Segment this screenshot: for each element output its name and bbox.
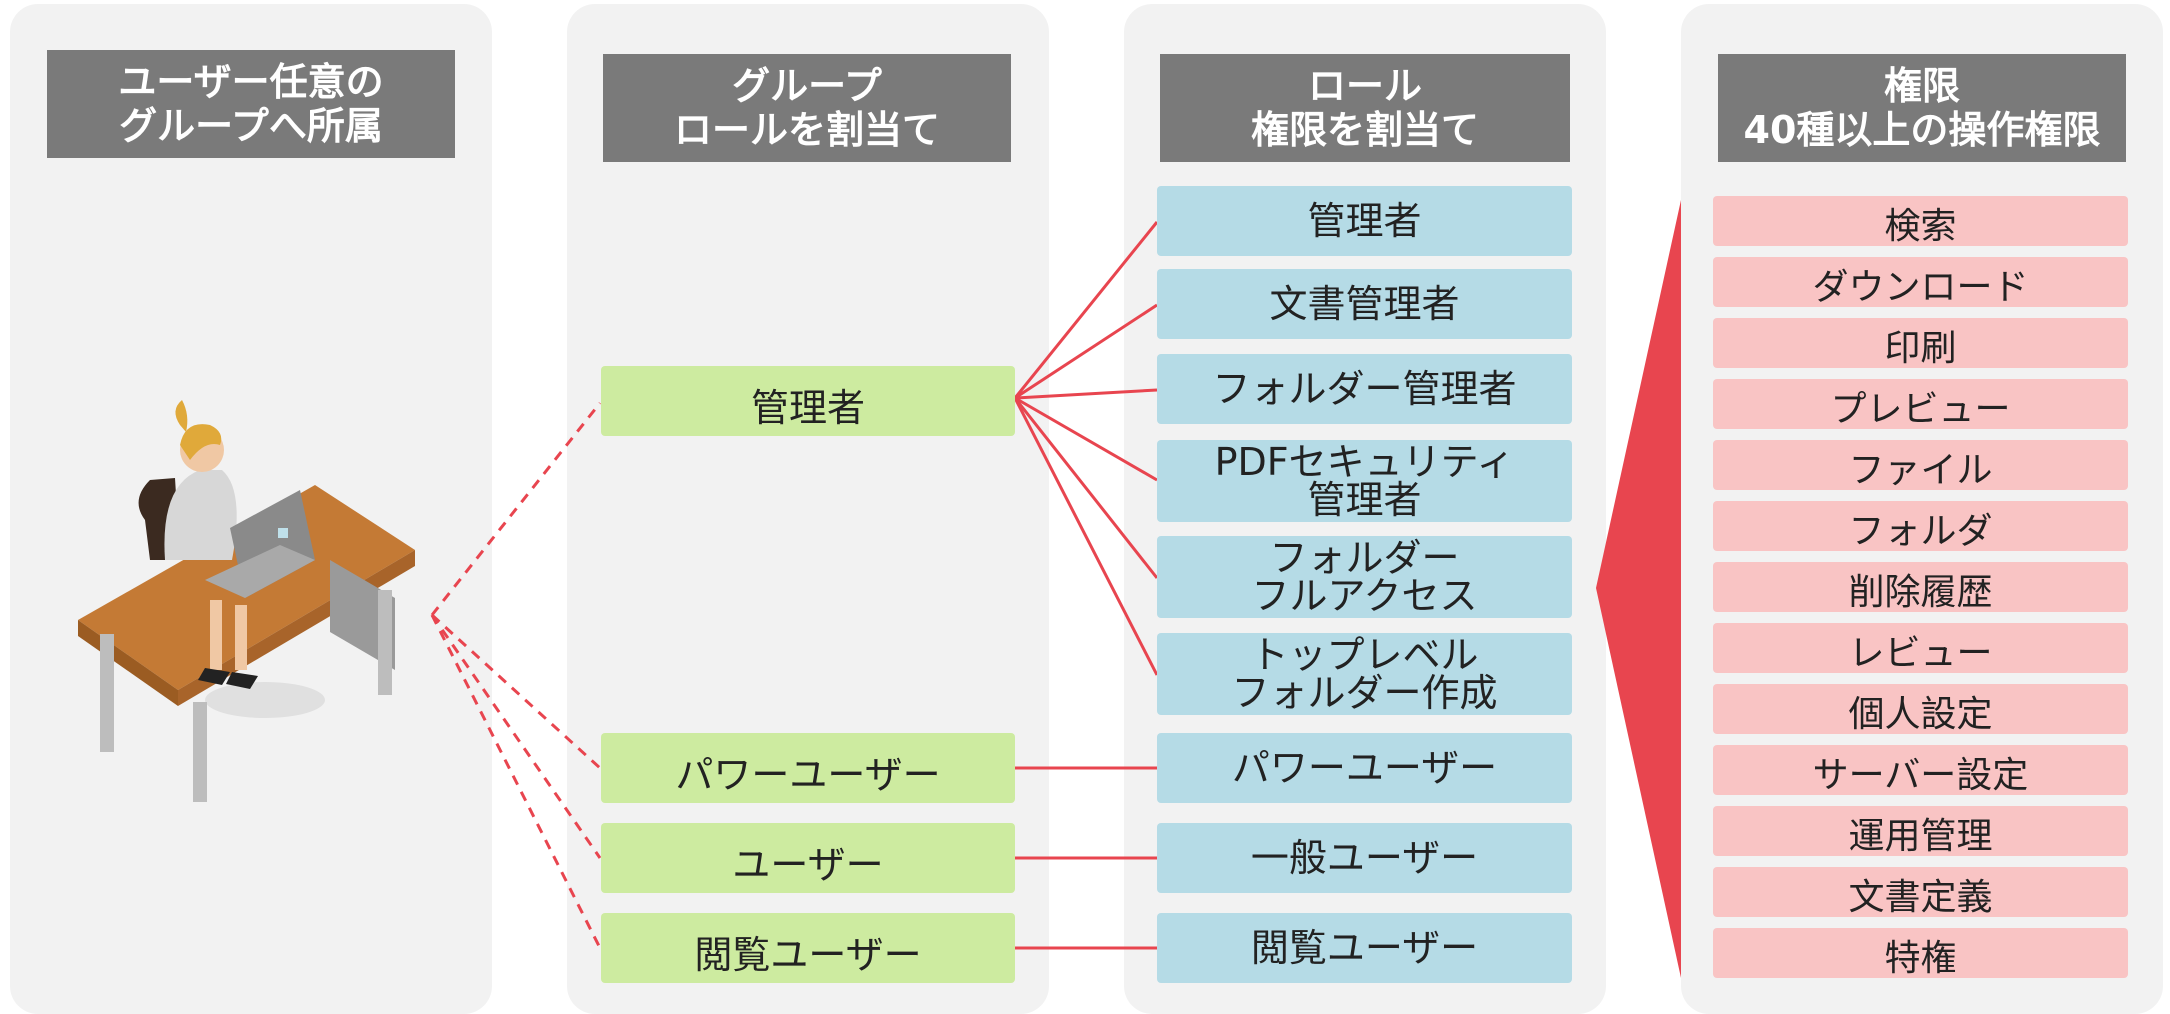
permission-item-document-definition[interactable]: 文書定義 bbox=[1713, 867, 2128, 917]
permission-header-line-2: 40種以上の操作権限 bbox=[1743, 108, 2101, 152]
permission-item-label: ファイル bbox=[1848, 450, 1993, 491]
permission-item-personal-settings[interactable]: 個人設定 bbox=[1713, 684, 2128, 734]
permission-item-file[interactable]: ファイル bbox=[1713, 440, 2128, 490]
group-column-header: グループ ロールを割当て bbox=[603, 54, 1011, 162]
permission-item-label: 文書定義 bbox=[1848, 877, 1993, 918]
permission-fan-triangle bbox=[1596, 200, 1681, 978]
permission-header-line-1: 権限 bbox=[1883, 64, 1960, 108]
role-item-label: 閲覧ユーザー bbox=[1250, 926, 1479, 970]
user-panel bbox=[10, 4, 492, 1014]
permission-item-label: フォルダ bbox=[1848, 511, 1993, 552]
role-item-label: 管理者 bbox=[1307, 199, 1422, 243]
permission-item-search[interactable]: 検索 bbox=[1713, 196, 2128, 246]
role-item-label-line-1: トップレベル bbox=[1250, 633, 1479, 677]
permission-item-label: 運用管理 bbox=[1848, 816, 1993, 857]
permission-item-label: 特権 bbox=[1884, 938, 1957, 979]
role-item-folder-admin[interactable]: フォルダー管理者 bbox=[1157, 354, 1572, 424]
role-header-line-2: 権限を割当て bbox=[1250, 108, 1479, 152]
group-item-admin[interactable]: 管理者 bbox=[601, 366, 1015, 436]
permission-item-server-settings[interactable]: サーバー設定 bbox=[1713, 745, 2128, 795]
role-item-pdf-security-admin[interactable]: PDFセキュリティ 管理者 bbox=[1157, 440, 1572, 522]
role-column-header: ロール 権限を割当て bbox=[1160, 54, 1570, 162]
user-at-desk-icon bbox=[78, 400, 415, 802]
permission-item-label: レビュー bbox=[1848, 633, 1993, 674]
permission-item-folder[interactable]: フォルダ bbox=[1713, 501, 2128, 551]
group-item-user[interactable]: ユーザー bbox=[601, 823, 1015, 893]
permission-item-deletion-history[interactable]: 削除履歴 bbox=[1713, 562, 2128, 612]
role-item-admin[interactable]: 管理者 bbox=[1157, 186, 1572, 256]
role-item-folder-full-access[interactable]: フォルダー フルアクセス bbox=[1157, 536, 1572, 618]
role-item-label-line-1: PDFセキュリティ bbox=[1214, 440, 1515, 484]
permission-item-operation-management[interactable]: 運用管理 bbox=[1713, 806, 2128, 856]
user-to-group-dashed-lines bbox=[430, 402, 602, 949]
group-item-label: ユーザー bbox=[732, 843, 884, 887]
role-item-document-admin[interactable]: 文書管理者 bbox=[1157, 269, 1572, 339]
user-header-line-2: グループへ所属 bbox=[119, 104, 383, 148]
role-header-line-1: ロール bbox=[1307, 64, 1422, 108]
permission-item-print[interactable]: 印刷 bbox=[1713, 318, 2128, 368]
group-item-power-user[interactable]: パワーユーザー bbox=[601, 733, 1015, 803]
user-header-line-1: ユーザー任意の bbox=[118, 60, 384, 104]
role-item-label: 文書管理者 bbox=[1269, 282, 1460, 326]
group-item-viewer[interactable]: 閲覧ユーザー bbox=[601, 913, 1015, 983]
group-header-line-2: ロールを割当て bbox=[673, 108, 940, 152]
role-item-label-line-2: 管理者 bbox=[1307, 478, 1422, 522]
role-item-label-line-2: フルアクセス bbox=[1251, 574, 1478, 618]
permission-item-download[interactable]: ダウンロード bbox=[1713, 257, 2128, 307]
group-item-label: 閲覧ユーザー bbox=[694, 933, 922, 977]
group-to-role-lines bbox=[1013, 221, 1159, 950]
permission-item-review[interactable]: レビュー bbox=[1713, 623, 2128, 673]
permission-item-label: プレビュー bbox=[1830, 389, 2011, 430]
permission-item-label: 削除履歴 bbox=[1848, 572, 1993, 613]
permission-item-label: サーバー設定 bbox=[1812, 755, 2029, 796]
permission-item-label: 検索 bbox=[1884, 206, 1957, 247]
role-item-label: フォルダー管理者 bbox=[1212, 367, 1517, 411]
group-item-label: パワーユーザー bbox=[675, 753, 941, 797]
permission-item-label: 個人設定 bbox=[1848, 694, 1993, 735]
permission-item-preview[interactable]: プレビュー bbox=[1713, 379, 2128, 429]
permission-column-header: 権限 40種以上の操作権限 bbox=[1718, 54, 2126, 162]
role-item-label: パワーユーザー bbox=[1231, 746, 1498, 790]
user-column-header: ユーザー任意の グループへ所属 bbox=[47, 50, 455, 158]
group-header-line-1: グループ bbox=[732, 64, 882, 108]
role-item-label-line-1: フォルダー bbox=[1269, 536, 1460, 580]
permission-item-label: 印刷 bbox=[1884, 328, 1957, 369]
role-item-label: 一般ユーザー bbox=[1250, 836, 1479, 880]
group-item-label: 管理者 bbox=[750, 386, 865, 430]
role-item-label-line-2: フォルダー作成 bbox=[1231, 671, 1498, 715]
permission-item-privilege[interactable]: 特権 bbox=[1713, 928, 2128, 978]
permission-item-label: ダウンロード bbox=[1812, 267, 2029, 308]
role-item-power-user[interactable]: パワーユーザー bbox=[1157, 733, 1572, 803]
role-item-viewer[interactable]: 閲覧ユーザー bbox=[1157, 913, 1572, 983]
role-item-top-level-folder-creation[interactable]: トップレベル フォルダー作成 bbox=[1157, 633, 1572, 715]
role-item-general-user[interactable]: 一般ユーザー bbox=[1157, 823, 1572, 893]
